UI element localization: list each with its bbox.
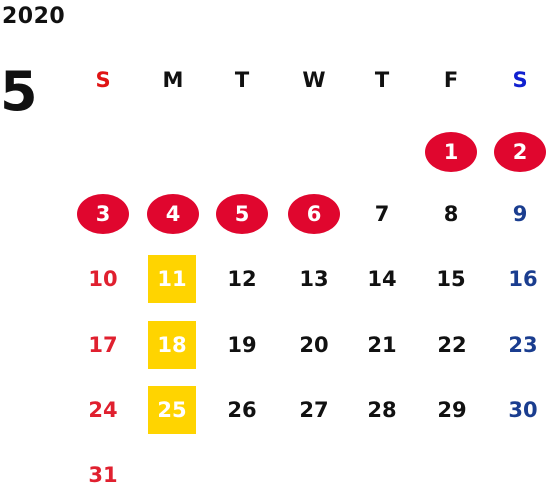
day-cell[interactable]: 15	[436, 267, 466, 291]
day-cell-sunday[interactable]: 17	[88, 333, 118, 357]
day-cell-holiday[interactable]: 4	[147, 194, 199, 234]
day-cell[interactable]: 19	[227, 333, 257, 357]
day-cell[interactable]: 12	[227, 267, 257, 291]
weekday-header-wed: W	[302, 68, 326, 92]
day-cell-holiday[interactable]: 5	[216, 194, 268, 234]
day-cell[interactable]: 13	[299, 267, 329, 291]
day-cell-holiday[interactable]: 2	[494, 132, 546, 172]
day-cell[interactable]: 14	[367, 267, 397, 291]
day-cell-saturday[interactable]: 9	[512, 202, 528, 226]
day-cell-holiday[interactable]: 1	[425, 132, 477, 172]
weekday-header-sat: S	[512, 68, 528, 92]
weekday-header-sun: S	[95, 68, 111, 92]
day-cell[interactable]: 22	[437, 333, 467, 357]
year-label: 2020	[2, 4, 66, 29]
weekday-header-mon: M	[162, 68, 184, 92]
day-cell-highlighted[interactable]: 18	[148, 321, 196, 369]
day-cell[interactable]: 28	[367, 398, 397, 422]
weekday-header-fri: F	[443, 68, 459, 92]
day-cell-highlighted[interactable]: 25	[148, 386, 196, 434]
day-cell[interactable]: 20	[299, 333, 329, 357]
day-cell-holiday[interactable]: 3	[77, 194, 129, 234]
day-cell-sunday[interactable]: 31	[88, 463, 118, 487]
weekday-header-thu: T	[374, 68, 390, 92]
weekday-header-tue: T	[234, 68, 250, 92]
day-cell[interactable]: 8	[443, 202, 459, 226]
day-cell[interactable]: 7	[374, 202, 390, 226]
day-cell-sunday[interactable]: 10	[88, 267, 118, 291]
day-cell[interactable]: 21	[367, 333, 397, 357]
month-number: 5	[0, 60, 38, 123]
day-cell-highlighted[interactable]: 11	[148, 255, 196, 303]
day-cell[interactable]: 26	[227, 398, 257, 422]
day-cell-saturday[interactable]: 23	[508, 333, 538, 357]
day-cell[interactable]: 29	[437, 398, 467, 422]
day-cell[interactable]: 27	[299, 398, 329, 422]
day-cell-saturday[interactable]: 16	[508, 267, 538, 291]
day-cell-saturday[interactable]: 30	[508, 398, 538, 422]
day-cell-holiday[interactable]: 6	[288, 194, 340, 234]
day-cell-sunday[interactable]: 24	[88, 398, 118, 422]
